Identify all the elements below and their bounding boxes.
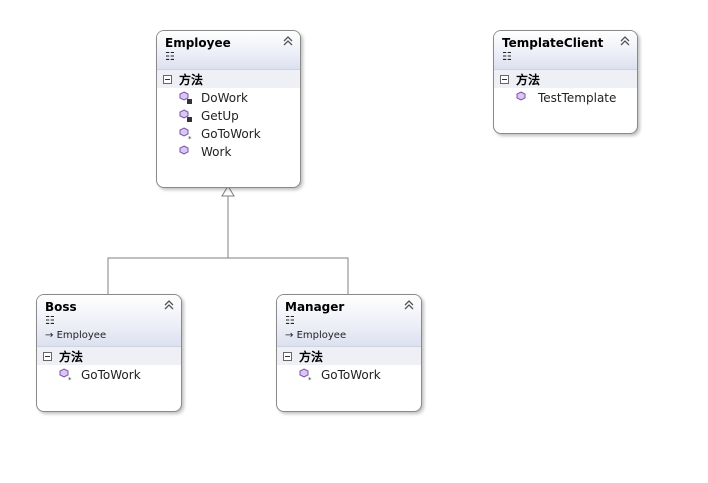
collapse-toggle-icon[interactable] [500,74,509,84]
inheritance-arrowhead [221,185,235,197]
section-label: 方法 [59,349,84,364]
class-kind-icon: ☷ [165,50,175,63]
section-label: 方法 [179,72,204,87]
class-header: Boss ☷ → Employee [37,295,181,347]
method-name: DoWork [201,91,248,105]
method-getup[interactable]: GetUp [157,107,300,125]
protected-method-icon: * [179,127,192,141]
method-name: GoToWork [81,368,141,382]
method-name: GoToWork [321,368,381,382]
private-method-icon [179,91,192,104]
collapse-toggle-icon[interactable] [43,351,52,361]
collapse-toggle-icon[interactable] [283,351,292,361]
section-methods[interactable]: 方法 [277,347,421,365]
section-label: 方法 [299,349,324,364]
class-kind-icon: ☷ [45,314,55,327]
class-kind-icon: ☷ [502,50,512,63]
section-methods[interactable]: 方法 [494,70,637,88]
class-employee[interactable]: Employee ☷ 方法 DoWork GetUp * GoToWork Wo… [156,30,301,188]
method-gotowork[interactable]: * GoToWork [277,366,421,384]
inherits-arrow-icon: → [285,330,294,341]
method-name: GetUp [201,109,239,123]
section-methods[interactable]: 方法 [37,347,181,365]
method-gotowork[interactable]: * GoToWork [37,366,181,384]
svg-text:*: * [308,376,312,382]
method-testtemplate[interactable]: TestTemplate [494,89,637,107]
base-class-name: Employee [56,330,107,341]
method-name: GoToWork [201,127,261,141]
class-header: Employee ☷ [157,31,300,70]
section-label: 方法 [516,72,541,87]
method-name: Work [201,145,232,159]
class-boss[interactable]: Boss ☷ → Employee 方法 * GoToWork [36,294,182,412]
class-name: Boss [45,300,77,314]
base-class-name: Employee [296,330,347,341]
inheritance-line-manager [228,257,349,294]
class-kind-icon: ☷ [285,314,295,327]
class-name: TemplateClient [502,36,604,50]
base-class: → Employee [45,329,173,342]
method-dowork[interactable]: DoWork [157,89,300,107]
collapse-icon[interactable] [403,299,415,311]
class-name: Employee [165,36,231,50]
private-method-icon [179,109,192,122]
protected-method-icon: * [59,368,72,382]
class-header: TemplateClient ☷ [494,31,637,70]
section-methods[interactable]: 方法 [157,70,300,88]
collapse-icon[interactable] [619,35,631,47]
collapse-toggle-icon[interactable] [163,74,172,84]
method-name: TestTemplate [538,91,617,105]
class-header: Manager ☷ → Employee [277,295,421,347]
method-gotowork[interactable]: * GoToWork [157,125,300,143]
protected-method-icon: * [299,368,312,382]
class-name: Manager [285,300,345,314]
public-method-icon [516,91,526,101]
svg-text:*: * [188,135,192,141]
base-class: → Employee [285,329,413,342]
collapse-icon[interactable] [163,299,175,311]
class-templateclient[interactable]: TemplateClient ☷ 方法 TestTemplate [493,30,638,134]
svg-text:*: * [68,376,72,382]
inheritance-line-boss [107,196,229,294]
public-method-icon [179,145,189,155]
inherits-arrow-icon: → [45,330,54,341]
method-work[interactable]: Work [157,143,300,161]
class-manager[interactable]: Manager ☷ → Employee 方法 * GoToWork [276,294,422,412]
collapse-icon[interactable] [282,35,294,47]
